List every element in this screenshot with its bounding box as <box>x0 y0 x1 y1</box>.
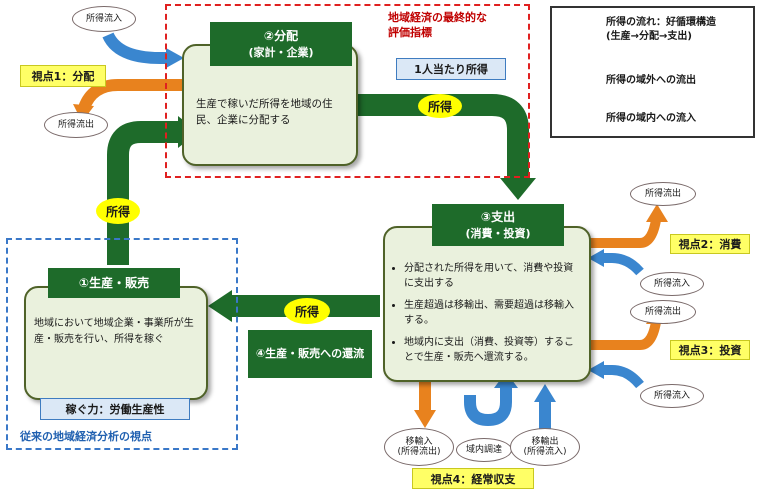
outflow-pill-consume: 所得流出 <box>630 182 696 206</box>
outflow-arrow-left <box>78 79 182 111</box>
view3-tag: 視点3：投資 <box>670 340 750 360</box>
outflow-arrow-consume <box>588 219 661 248</box>
outflow-pill-left: 所得流出 <box>44 112 108 138</box>
income-label-left: 所得 <box>96 198 140 224</box>
internal-arrow <box>464 385 512 427</box>
income-label-mid: 所得 <box>284 298 330 324</box>
inflow-pill-consume: 所得流入 <box>640 272 704 296</box>
inflow-pill-invest: 所得流入 <box>640 384 704 408</box>
view2-tag: 視点2：消費 <box>670 234 750 254</box>
expenditure-title: ③支出 <box>480 209 516 224</box>
per-capita-income-label: 1人当たり所得 <box>396 58 506 80</box>
distribution-header: ②分配 (家計・企業) <box>210 22 352 66</box>
expenditure-body: 分配された所得を用いて、消費や投資に支出する 生産超過は移輸出、需要超過は移輸入… <box>390 262 580 373</box>
inflow-arrow-invest <box>602 365 644 389</box>
expenditure-bullet: 分配された所得を用いて、消費や投資に支出する <box>404 262 580 291</box>
expenditure-bullet: 生産超過は移輸出、需要超過は移輸入する。 <box>404 299 580 328</box>
earning-power-label: 稼ぐ力：労働生産性 <box>40 398 190 420</box>
income-arrowhead-expenditure <box>500 178 536 200</box>
distribution-title: ②分配 <box>263 28 299 43</box>
outflow-pill-invest: 所得流出 <box>630 300 696 324</box>
internal-procurement-pill: 域内調達 <box>456 438 512 462</box>
view4-tag: 視点4：経常収支 <box>412 468 534 489</box>
view1-tag: 視点1：分配 <box>20 65 106 87</box>
distribution-subtitle: (家計・企業) <box>248 45 314 59</box>
income-arrowhead-production <box>208 290 232 322</box>
expenditure-box <box>383 226 591 382</box>
production-title: ①生産・販売 <box>78 275 150 290</box>
income-arrow-production-to-distribution <box>107 121 178 265</box>
production-header: ①生産・販売 <box>48 268 180 298</box>
inflow-arrowhead-consume <box>588 249 604 267</box>
legend-item-orange: 所得の域外への流出 <box>606 75 696 86</box>
outflow-arrowhead-consume <box>646 204 668 222</box>
distribution-body: 生産で稼いだ所得を地域の住民、企業に分配する <box>196 98 333 127</box>
inflow-arrowhead-export <box>534 384 556 402</box>
legend <box>550 6 755 138</box>
inflow-arrowhead-top <box>166 48 184 68</box>
legend-item-blue: 所得の域内への流入 <box>606 113 696 124</box>
inflow-arrow-consume <box>602 253 644 276</box>
legend-item-green: 所得の流れ：好循環構造 (生産→分配→支出) <box>606 17 716 42</box>
expenditure-subtitle: (消費・投資) <box>465 226 531 240</box>
traditional-analysis-frame <box>6 238 238 450</box>
production-body: 地域において地域企業・事業所が生産・販売を行い、所得を稼ぐ <box>34 318 194 345</box>
outflow-arrow-invest <box>588 321 661 350</box>
income-arrow-distribution-to-expenditure <box>355 94 529 178</box>
top-evaluation-frame <box>165 4 530 178</box>
import-pill: 移輸入 (所得流出) <box>384 428 454 466</box>
return-box: ④生産・販売への還流 <box>248 330 372 378</box>
top-evaluation-title: 地域経済の最終的な評価指標 <box>388 11 487 40</box>
inflow-arrowhead-invest <box>588 361 604 379</box>
export-pill: 移輸出 (所得流入) <box>510 428 580 466</box>
expenditure-bullet: 地域内に支出（消費、投資等）することで生産・販売へ還流する。 <box>404 336 580 365</box>
traditional-analysis-title: 従来の地域経済分析の視点 <box>20 430 152 443</box>
expenditure-header: ③支出 (消費・投資) <box>432 204 564 246</box>
inflow-pill-top: 所得流入 <box>72 6 136 32</box>
inflow-arrow-top <box>102 32 168 64</box>
income-label-top: 所得 <box>418 94 462 118</box>
outflow-arrowhead-import <box>414 410 436 428</box>
